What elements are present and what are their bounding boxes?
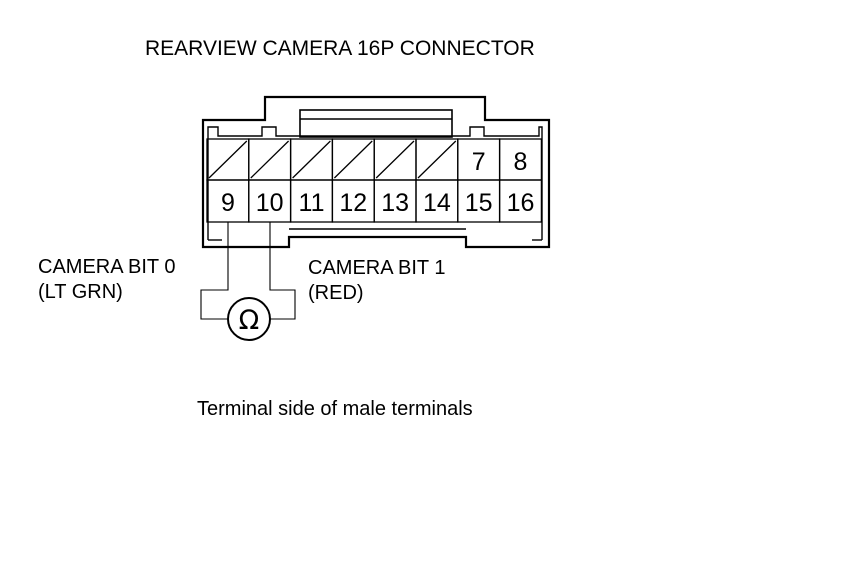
- terminal-9-label: 9: [221, 189, 235, 217]
- terminal-8-label: 8: [514, 148, 528, 176]
- terminal-11-label: 11: [299, 189, 325, 217]
- camera-bit0-wire-color: (LT GRN): [38, 281, 123, 303]
- terminal-side-caption: Terminal side of male terminals: [197, 398, 473, 420]
- empty-cavity-mark: [333, 140, 373, 179]
- probe-lead-terminal-10: [266, 222, 296, 320]
- empty-cavity-mark: [417, 140, 457, 179]
- terminal-16-label: 16: [507, 189, 535, 217]
- cavity-16: [498, 179, 543, 223]
- camera-bit0-label: CAMERA BIT 0: [38, 256, 176, 278]
- terminal-10-label: 10: [256, 189, 284, 217]
- connector-housing: [201, 95, 551, 249]
- diagram-title: REARVIEW CAMERA 16P CONNECTOR: [145, 37, 535, 60]
- camera-bit1-wire-color: (RED): [308, 282, 364, 304]
- empty-cavity-mark: [208, 140, 248, 179]
- terminal-12-label: 12: [339, 189, 367, 217]
- ohmmeter-symbol: Ω: [239, 305, 260, 336]
- probe-lead-terminal-9: [200, 222, 232, 320]
- empty-cavity-mark: [375, 140, 415, 179]
- terminal-14-label: 14: [423, 189, 451, 217]
- inner-top-contour: [207, 126, 543, 240]
- camera-bit1-label: CAMERA BIT 1: [308, 257, 446, 279]
- terminal-13-label: 13: [381, 189, 409, 217]
- empty-cavity-mark: [250, 140, 290, 179]
- ohmmeter-circle: [227, 297, 271, 341]
- locking-tab: [299, 109, 453, 138]
- terminal-15-label: 15: [465, 189, 493, 217]
- terminal-7-label: 7: [472, 148, 486, 176]
- empty-cavity-mark: [292, 140, 331, 179]
